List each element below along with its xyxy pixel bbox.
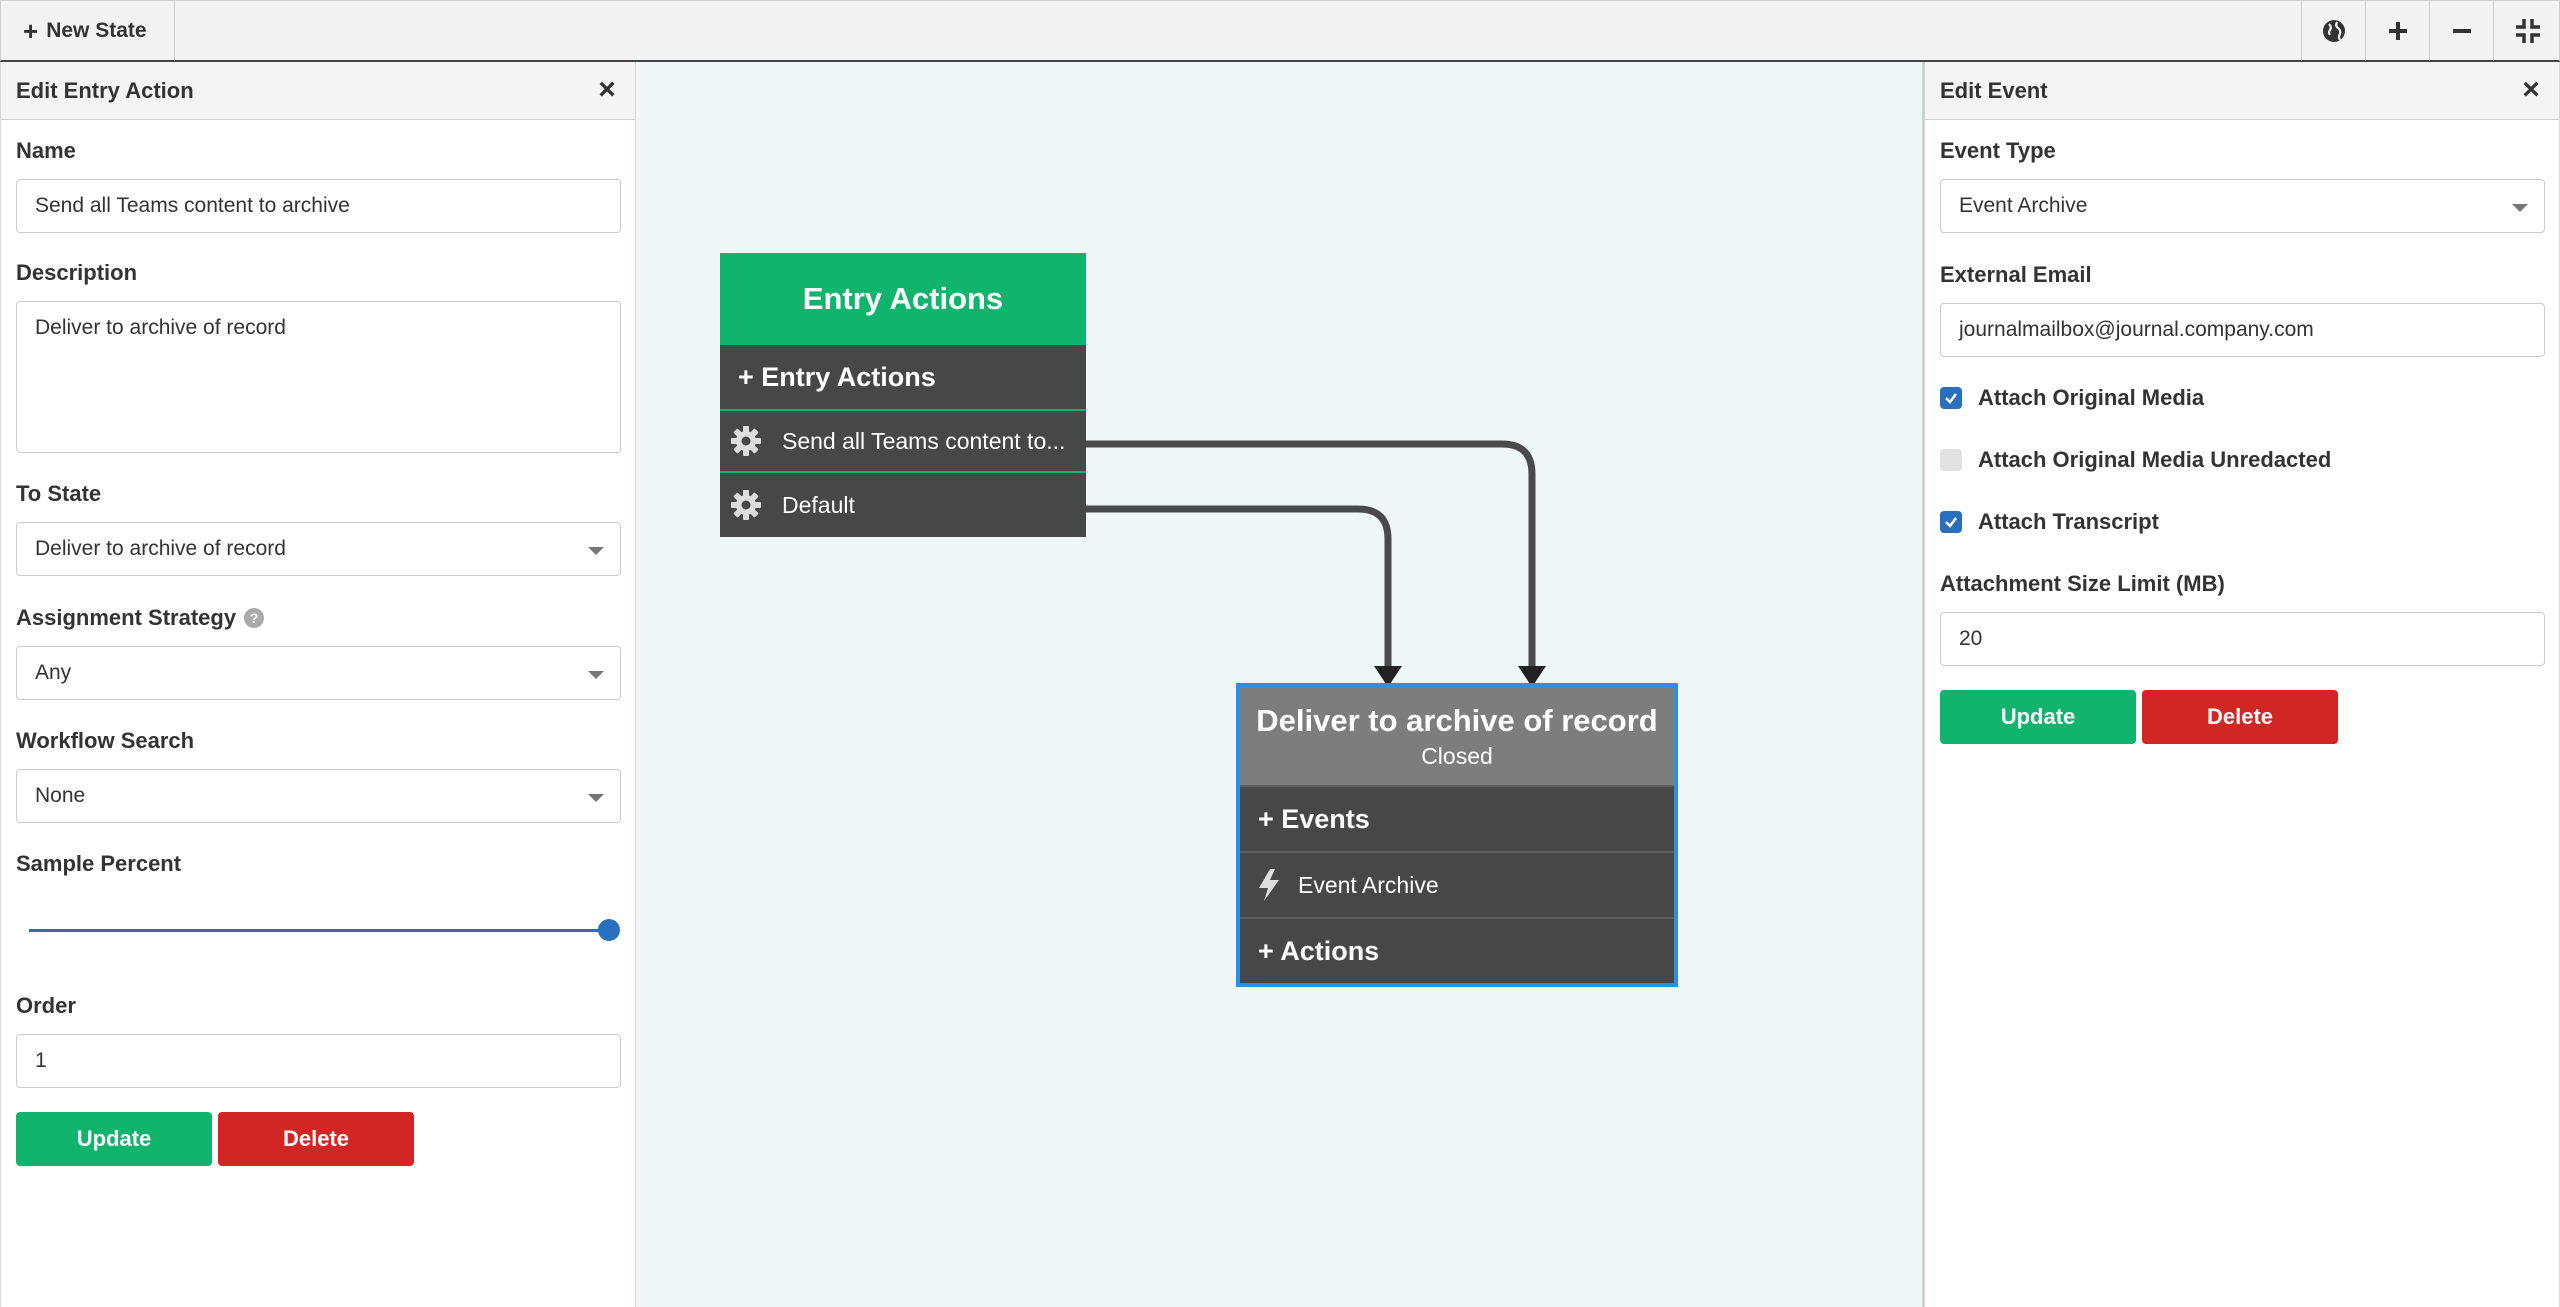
panel-header: Edit Event × <box>1925 62 2559 120</box>
workflow-search-select[interactable]: None <box>16 769 621 823</box>
zoom-out-button[interactable] <box>2429 1 2493 61</box>
size-limit-label: Attachment Size Limit (MB) <box>1940 571 2225 596</box>
state-node-header: Deliver to archive of record Closed <box>1240 687 1674 785</box>
add-entry-action-button[interactable]: + Entry Actions <box>720 345 1086 411</box>
sample-percent-slider-track[interactable] <box>29 929 609 932</box>
state-node-status: Closed <box>1421 743 1493 769</box>
checkmark-icon <box>1945 517 1957 528</box>
entry-action-item[interactable]: Send all Teams content to... <box>720 411 1086 473</box>
close-icon[interactable]: × <box>598 73 616 106</box>
edit-entry-action-panel: Edit Entry Action × Name Send all Teams … <box>0 62 636 1307</box>
description-label: Description <box>16 260 138 285</box>
attach-original-media-unredacted-label: Attach Original Media Unredacted <box>1978 447 2332 472</box>
attach-transcript-checkbox[interactable] <box>1940 511 1962 533</box>
workflow-canvas[interactable]: Entry Actions + Entry Actions Send all T… <box>636 62 1922 1307</box>
edge-send-all-to-state <box>1086 440 1536 676</box>
top-toolbar: + New State <box>0 0 2560 62</box>
to-state-select[interactable]: Deliver to archive of record <box>16 522 621 576</box>
entry-actions-node[interactable]: Entry Actions + Entry Actions Send all T… <box>720 253 1086 537</box>
name-label: Name <box>16 138 76 163</box>
state-node-title: Deliver to archive of record <box>1256 703 1658 738</box>
event-type-select[interactable]: Event Archive <box>1940 179 2545 233</box>
entry-action-label: Default <box>782 491 855 518</box>
delete-button[interactable]: Delete <box>218 1112 414 1166</box>
delete-button[interactable]: Delete <box>2142 690 2338 744</box>
zoom-in-button[interactable] <box>2365 1 2429 61</box>
description-textarea[interactable]: Deliver to archive of record <box>16 301 621 453</box>
attach-original-media-label: Attach Original Media <box>1978 385 2205 410</box>
globe-icon <box>2322 20 2345 42</box>
panel-header: Edit Entry Action × <box>1 62 635 120</box>
edge-default-to-state <box>1086 505 1392 676</box>
name-input[interactable]: Send all Teams content to archive <box>16 179 621 233</box>
state-node-deliver-to-archive[interactable]: Deliver to archive of record Closed + Ev… <box>1236 683 1678 987</box>
add-event-button[interactable]: + Events <box>1240 785 1674 851</box>
add-action-button[interactable]: + Actions <box>1240 917 1674 983</box>
entry-action-label: Send all Teams content to... <box>782 427 1066 454</box>
assignment-strategy-text: Assignment Strategy <box>16 605 237 630</box>
event-type-label: Event Type <box>1940 138 2056 163</box>
attach-transcript-row: Attach Transcript <box>1940 509 2159 535</box>
plus-icon: + <box>23 15 39 46</box>
lightning-bolt-icon <box>1259 869 1279 901</box>
update-button[interactable]: Update <box>1940 690 2136 744</box>
plus-icon <box>2388 22 2407 40</box>
panel-title: Edit Entry Action <box>16 77 194 103</box>
close-icon[interactable]: × <box>2522 73 2540 106</box>
workflow-search-value: None <box>35 784 86 807</box>
external-email-label: External Email <box>1940 262 2092 287</box>
event-type-value: Event Archive <box>1959 194 2088 217</box>
to-state-value: Deliver to archive of record <box>35 537 286 560</box>
sample-percent-label: Sample Percent <box>16 851 182 876</box>
globe-button[interactable] <box>2301 1 2365 61</box>
sample-percent-slider-thumb[interactable] <box>598 919 620 941</box>
order-label: Order <box>16 993 76 1018</box>
attach-transcript-label: Attach Transcript <box>1978 509 2159 534</box>
size-limit-input[interactable]: 20 <box>1940 612 2545 666</box>
external-email-input[interactable]: journalmailbox@journal.company.com <box>1940 303 2545 357</box>
checkmark-icon <box>1945 393 1957 404</box>
assignment-strategy-value: Any <box>35 661 72 684</box>
gear-icon <box>731 426 761 456</box>
compress-icon <box>2515 19 2540 43</box>
minus-icon <box>2452 29 2471 33</box>
attach-original-media-row: Attach Original Media <box>1940 385 2204 411</box>
gear-icon <box>731 490 761 520</box>
event-item[interactable]: Event Archive <box>1240 851 1674 917</box>
assignment-strategy-select[interactable]: Any <box>16 646 621 700</box>
new-state-button[interactable]: + New State <box>1 1 175 61</box>
workflow-search-label: Workflow Search <box>16 728 195 753</box>
order-input[interactable]: 1 <box>16 1034 621 1088</box>
entry-action-item[interactable]: Default <box>720 473 1086 537</box>
new-state-label: New State <box>46 19 147 42</box>
help-icon[interactable]: ? <box>244 608 265 628</box>
entry-actions-node-title: Entry Actions <box>720 253 1086 345</box>
event-item-label: Event Archive <box>1298 871 1439 898</box>
attach-original-media-unredacted-row: Attach Original Media Unredacted <box>1940 447 2331 473</box>
to-state-label: To State <box>16 481 102 506</box>
attach-original-media-checkbox[interactable] <box>1940 387 1962 409</box>
edit-event-panel: Edit Event × Event Type Event Archive Ex… <box>1922 62 2560 1307</box>
fit-screen-button[interactable] <box>2493 1 2560 61</box>
attach-original-media-unredacted-checkbox[interactable] <box>1940 449 1962 471</box>
assignment-strategy-label: Assignment Strategy? <box>16 605 265 631</box>
panel-title: Edit Event <box>1940 77 2048 103</box>
update-button[interactable]: Update <box>16 1112 212 1166</box>
